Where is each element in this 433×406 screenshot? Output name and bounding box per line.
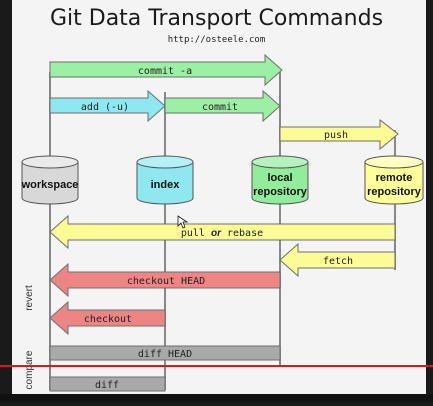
push-label: push (324, 130, 348, 141)
remote-repository-label-line2: repository (367, 186, 422, 198)
add-label: add (-u) (81, 102, 129, 113)
checkout-arrow: checkout (49, 300, 166, 336)
fetch-label: fetch (323, 256, 353, 267)
local-repository-label-line1: local (267, 172, 292, 184)
local-repository-cylinder: local repository (251, 155, 309, 205)
diff-bar: diff (49, 376, 166, 392)
index-label: index (151, 179, 181, 191)
revert-side-label: revert (24, 285, 35, 311)
checkout-head-arrow: checkout HEAD (49, 262, 281, 298)
mouse-cursor-icon (177, 215, 189, 229)
index-cylinder: index (136, 155, 194, 205)
push-arrow: push (279, 118, 399, 151)
commit-arrow: commit (164, 89, 281, 123)
add-arrow: add (-u) (49, 89, 166, 123)
commit-all-label: commit -a (138, 66, 192, 77)
remote-repository-cylinder: remote repository (364, 155, 424, 205)
video-bottom-strip (0, 394, 433, 402)
remote-repository-label-line1: remote (376, 172, 413, 184)
workspace-label: workspace (21, 179, 79, 191)
fetch-arrow: fetch (279, 242, 396, 278)
pull-rebase-label: pull or rebase (181, 228, 263, 239)
checkout-label: checkout (84, 314, 132, 325)
diff-head-label: diff HEAD (138, 349, 192, 360)
pull-rebase-arrow: pull or rebase (49, 214, 396, 250)
source-url: http://osteele.com (167, 35, 266, 45)
diagram-title: Git Data Transport Commands (49, 6, 384, 31)
diff-label: diff (95, 380, 119, 391)
workspace-cylinder: workspace (21, 155, 79, 205)
compare-side-label: compare (24, 350, 35, 389)
local-repository-label-line2: repository (253, 186, 308, 198)
diff-head-bar: diff HEAD (49, 345, 281, 361)
commit-all-arrow: commit -a (49, 53, 283, 87)
commit-label: commit (202, 102, 238, 113)
red-progress-line (0, 365, 433, 367)
checkout-head-label: checkout HEAD (127, 276, 205, 287)
